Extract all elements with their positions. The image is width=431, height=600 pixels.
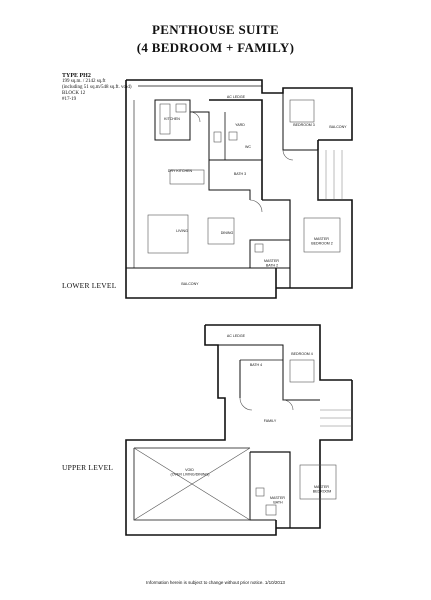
room-dining: DINING xyxy=(221,231,234,235)
room-wc: WC xyxy=(245,145,251,149)
room-master-bedroom2: MASTER BEDROOM 2 xyxy=(311,237,333,246)
room-living: LIVING xyxy=(176,229,188,233)
room-labels: AC LEDGE KITCHEN YARD WC BEDROOM 3 BALCO… xyxy=(164,95,347,505)
room-bedroom3: BEDROOM 3 xyxy=(293,123,315,127)
room-bedroom4: BEDROOM 4 xyxy=(291,352,313,356)
unit-block: BLOCK 12 xyxy=(62,91,86,96)
room-master-bath2: MASTER BATH 2 xyxy=(264,259,280,268)
room-void: VOID (OVER LIVING/DINING) xyxy=(171,468,210,477)
lower-level-label: LOWER LEVEL xyxy=(62,281,117,290)
unit-area-including: (including 51 sq.m/548 sq.ft. void) xyxy=(62,85,132,90)
room-master-bath: MASTER BATH xyxy=(270,496,286,505)
room-bath4: BATH 4 xyxy=(250,363,262,367)
room-yard: YARD xyxy=(235,123,245,127)
room-bath3: BATH 3 xyxy=(234,172,246,176)
upper-level-label: UPPER LEVEL xyxy=(62,463,114,472)
room-balcony-bottom: BALCONY xyxy=(181,282,199,286)
room-kitchen: KITCHEN xyxy=(164,117,180,121)
room-ac-ledge-upper: AC LEDGE xyxy=(227,334,246,338)
upper-level-fixtures xyxy=(133,359,352,521)
room-dry-kitchen: DRY KITCHEN xyxy=(168,169,193,173)
footer-note: Information herein is subject to change … xyxy=(146,580,285,585)
page-title: PENTHOUSE SUITE xyxy=(152,22,279,37)
unit-type: TYPE PH2 xyxy=(62,73,91,79)
unit-numbers: #17-19 xyxy=(62,97,77,102)
unit-area: 199 sq.m. / 2142 sq.ft xyxy=(62,79,106,84)
room-balcony-right: BALCONY xyxy=(329,125,347,129)
unit-info: TYPE PH2 199 sq.m. / 2142 sq.ft (includi… xyxy=(62,73,132,103)
room-master-bedroom: MASTER BEDROOM xyxy=(313,485,332,494)
room-family: FAMILY xyxy=(264,419,277,423)
upper-level-walls xyxy=(125,324,353,536)
lower-level-fixtures xyxy=(147,99,343,254)
room-ac-ledge-lower: AC LEDGE xyxy=(227,95,246,99)
page-subtitle: (4 BEDROOM + FAMILY) xyxy=(136,40,295,55)
